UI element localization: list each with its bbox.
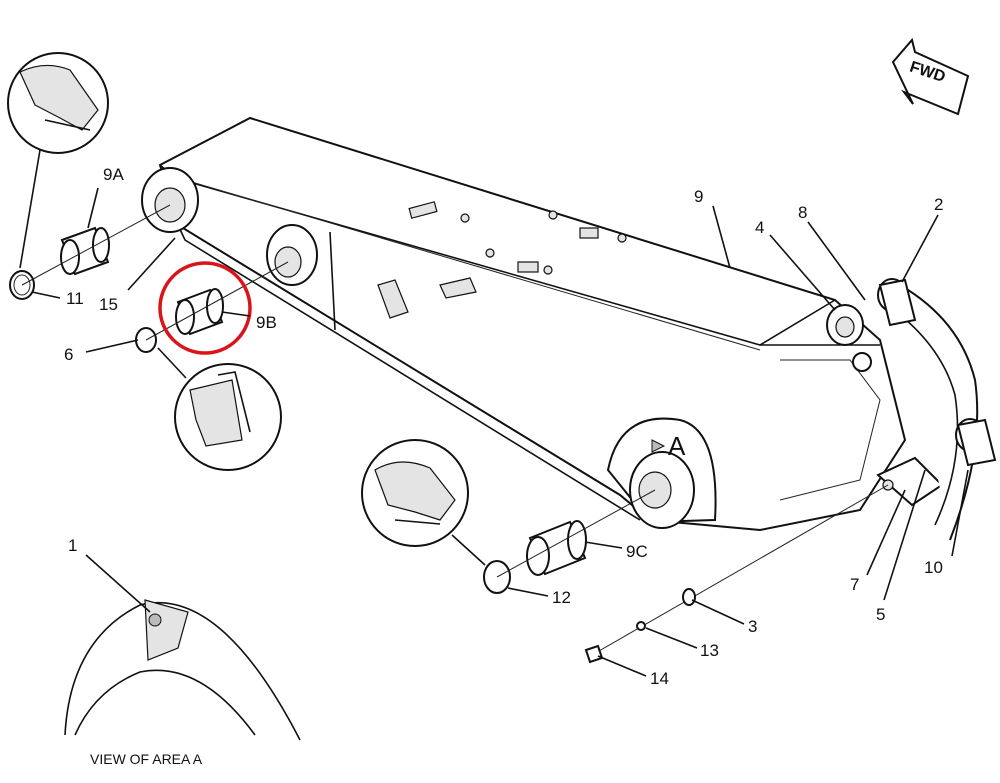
callout-4: 4 bbox=[755, 218, 764, 237]
callout-15: 15 bbox=[99, 295, 118, 314]
nut-13 bbox=[636, 621, 646, 631]
callout-12: 12 bbox=[552, 588, 571, 607]
section-a-label: A bbox=[668, 431, 686, 461]
callout-1: 1 bbox=[68, 536, 77, 555]
highlight-ring-9b bbox=[158, 261, 252, 355]
view-caption: VIEW OF AREA A bbox=[90, 751, 203, 767]
washer-3 bbox=[682, 588, 696, 606]
callout-6: 6 bbox=[64, 345, 73, 364]
callout-8: 8 bbox=[798, 203, 807, 222]
callout-9c: 9C bbox=[626, 542, 648, 561]
callout-10: 10 bbox=[924, 558, 943, 577]
view-of-area-a bbox=[64, 554, 301, 741]
callout-9: 9 bbox=[694, 187, 703, 206]
fwd-arrow: FWD bbox=[891, 37, 970, 116]
callout-13: 13 bbox=[700, 641, 719, 660]
callout-5: 5 bbox=[876, 605, 885, 624]
detail-view-seal-11 bbox=[7, 52, 109, 269]
callout-9b: 9B bbox=[256, 313, 277, 332]
bearing-9b bbox=[175, 288, 224, 336]
callout-9a: 9A bbox=[103, 165, 124, 184]
bearing-9c bbox=[526, 520, 587, 576]
stick-body bbox=[141, 116, 997, 541]
bolt-14 bbox=[584, 644, 604, 664]
callout-2: 2 bbox=[934, 195, 943, 214]
detail-view-seal-12 bbox=[361, 439, 486, 566]
leader-lines bbox=[31, 187, 969, 677]
callout-7: 7 bbox=[850, 575, 859, 594]
detail-view-seal-6 bbox=[157, 347, 282, 471]
callout-3: 3 bbox=[748, 617, 757, 636]
callout-14: 14 bbox=[650, 669, 669, 688]
callout-11: 11 bbox=[66, 289, 84, 308]
